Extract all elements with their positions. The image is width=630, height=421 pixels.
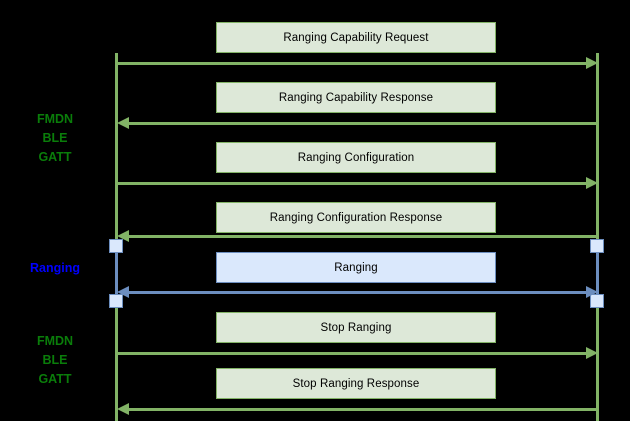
stop-ranging-response-arrow-line <box>126 408 598 411</box>
right-lifeline <box>596 53 599 421</box>
ranging-configuration-arrow-line <box>116 182 588 185</box>
phase-label-phase-ranging: Ranging <box>12 259 98 278</box>
phase-label-line: FMDN <box>36 334 74 348</box>
ranging-configuration-arrowhead-right <box>585 177 598 189</box>
phase-label-line: Ranging <box>30 261 80 275</box>
message-label-ranging-capability-response: Ranging Capability Response <box>278 91 434 104</box>
right-ranging-segment <box>596 246 599 301</box>
ranging-arrowhead-right <box>585 286 598 298</box>
ranging-configuration-response-arrowhead-left <box>116 230 129 242</box>
phase-label-line: BLE <box>42 131 68 145</box>
phase-label-line: GATT <box>38 372 72 386</box>
message-label-ranging-capability-request: Ranging Capability Request <box>283 31 429 44</box>
phase-label-line: GATT <box>38 150 72 164</box>
ranging-capability-response-arrow-line <box>126 122 598 125</box>
phase-label-phase-bottom: FMDN BLE GATT <box>12 332 98 389</box>
message-label-ranging-configuration-response: Ranging Configuration Response <box>269 211 443 224</box>
message-label-stop-ranging-response: Stop Ranging Response <box>292 377 420 390</box>
message-box-ranging-configuration[interactable]: Ranging Configuration <box>216 142 496 173</box>
left-ranging-segment <box>115 246 118 301</box>
ranging-arrow-line <box>126 291 588 294</box>
message-label-ranging-configuration: Ranging Configuration <box>297 151 415 164</box>
message-label-stop-ranging: Stop Ranging <box>320 321 392 334</box>
left-activation-start <box>109 239 123 253</box>
ranging-capability-response-arrowhead-left <box>116 117 129 129</box>
phase-label-phase-top: FMDN BLE GATT <box>12 110 98 167</box>
stop-ranging-arrowhead-right <box>585 347 598 359</box>
stop-ranging-arrow-line <box>116 352 588 355</box>
message-box-ranging-configuration-response[interactable]: Ranging Configuration Response <box>216 202 496 233</box>
ranging-capability-request-arrowhead-right <box>585 57 598 69</box>
right-activation-start <box>590 239 604 253</box>
ranging-configuration-response-arrow-line <box>126 235 598 238</box>
message-label-ranging: Ranging <box>334 261 378 274</box>
phase-label-line: BLE <box>42 353 68 367</box>
message-box-ranging[interactable]: Ranging <box>216 252 496 283</box>
message-box-ranging-capability-response[interactable]: Ranging Capability Response <box>216 82 496 113</box>
ranging-capability-request-arrow-line <box>116 62 588 65</box>
phase-label-line: FMDN <box>36 112 74 126</box>
message-box-stop-ranging[interactable]: Stop Ranging <box>216 312 496 343</box>
message-box-stop-ranging-response[interactable]: Stop Ranging Response <box>216 368 496 399</box>
stop-ranging-response-arrowhead-left <box>116 403 129 415</box>
message-box-ranging-capability-request[interactable]: Ranging Capability Request <box>216 22 496 53</box>
ranging-arrowhead-left <box>116 286 129 298</box>
